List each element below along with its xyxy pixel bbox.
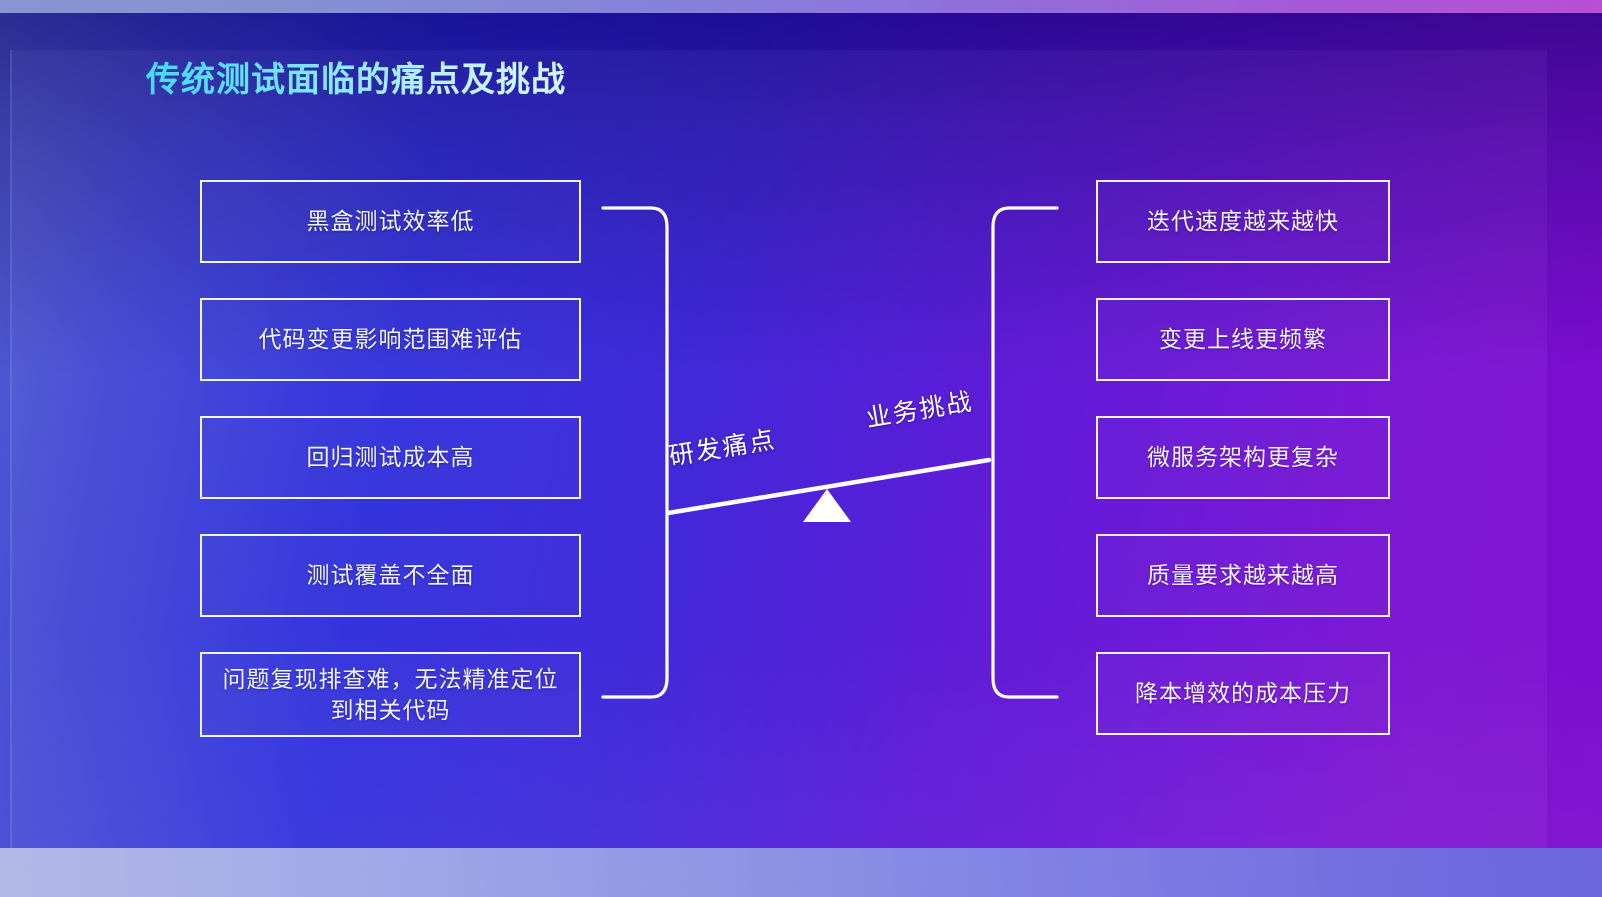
list-item: 黑盒测试效率低 [200,180,581,263]
right-brace-icon [991,206,1059,699]
list-item: 测试覆盖不全面 [200,534,581,617]
seesaw-beam [665,457,992,516]
top-accent-band [0,0,1602,13]
bottom-accent-band [0,848,1602,897]
list-item: 回归测试成本高 [200,416,581,499]
left-group-label: 研发痛点 [667,425,779,471]
fulcrum-triangle [803,489,851,522]
list-item: 质量要求越来越高 [1096,534,1390,617]
left-pain-points-column: 黑盒测试效率低 代码变更影响范围难评估 回归测试成本高 测试覆盖不全面 问题复现… [200,180,581,772]
list-item: 迭代速度越来越快 [1096,180,1390,263]
list-item: 微服务架构更复杂 [1096,416,1390,499]
list-item: 变更上线更频繁 [1096,298,1390,381]
list-item: 降本增效的成本压力 [1096,652,1390,735]
left-brace-icon [601,206,669,699]
list-item: 问题复现排查难，无法精准定位到相关代码 [200,652,581,737]
page-title: 传统测试面临的痛点及挑战 [146,52,566,101]
right-group-label: 业务挑战 [864,387,976,433]
list-item: 代码变更影响范围难评估 [200,298,581,381]
right-business-challenges-column: 迭代速度越来越快 变更上线更频繁 微服务架构更复杂 质量要求越来越高 降本增效的… [1096,180,1390,770]
content-panel-left-edge [10,50,12,848]
